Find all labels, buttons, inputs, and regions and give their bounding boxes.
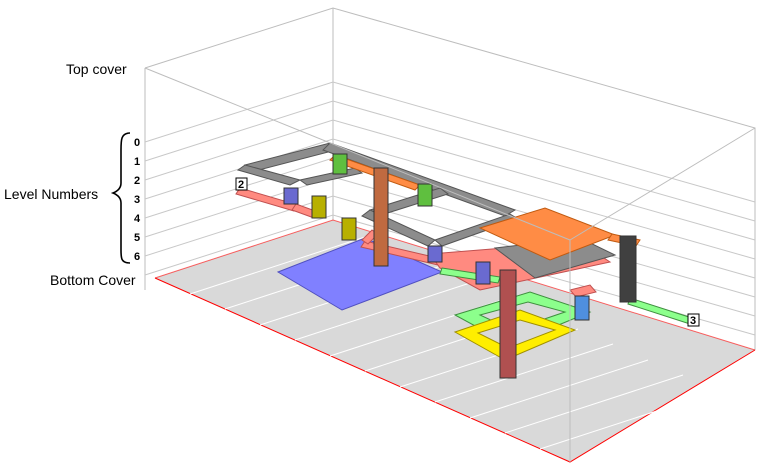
via-blue-3 [475, 261, 491, 285]
via-blue-2 [427, 245, 443, 263]
level-5: 5 [134, 232, 140, 244]
via-brown [373, 167, 389, 267]
level-0: 0 [134, 137, 140, 149]
port-tag-right-label: 3 [690, 315, 696, 327]
level-numbers-label: Level Numbers [4, 186, 98, 202]
level-brace [110, 132, 131, 264]
port-tag-right: 3 [687, 313, 700, 327]
via-dark [619, 235, 637, 303]
port-tag-left: 2 [235, 177, 248, 191]
frame-back [144, 7, 756, 350]
via-maroon [499, 269, 517, 379]
via-olive-2 [341, 217, 357, 241]
level-4: 4 [134, 213, 141, 225]
via-green-1 [332, 153, 348, 175]
via-olive-1 [311, 195, 327, 219]
top-cover-label: Top cover [66, 61, 127, 77]
level-3: 3 [134, 194, 140, 206]
via-sky [574, 295, 590, 321]
vias [283, 153, 637, 379]
via-blue-1 [283, 187, 299, 205]
port-tag-left-label: 2 [238, 179, 244, 191]
level-1: 1 [134, 156, 140, 168]
bottom-cover-label: Bottom Cover [50, 272, 136, 288]
level-number-list: 0 1 2 3 4 5 6 [134, 137, 141, 263]
level-2: 2 [134, 175, 140, 187]
via-green-2 [417, 183, 433, 207]
level-6: 6 [134, 251, 140, 263]
frame-front [144, 67, 756, 462]
